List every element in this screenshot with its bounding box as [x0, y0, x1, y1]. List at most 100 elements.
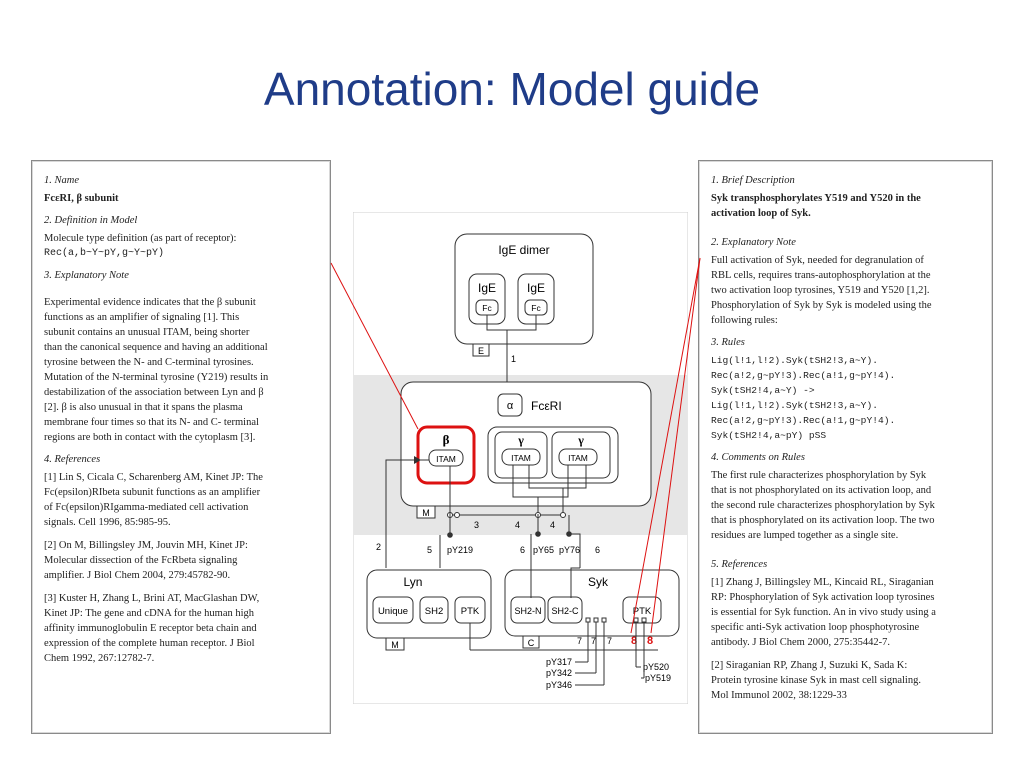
- sh2-domain-box: [419, 596, 449, 624]
- note-line: Mutation of the N-terminal tyrosine (Y21…: [44, 372, 269, 383]
- ref-line: Kinet JP: The gene and cDNA for the huma…: [44, 608, 255, 619]
- site-connector: [512, 465, 538, 498]
- sh2n-domain-label: SH2-N: [514, 606, 541, 616]
- ref-line: Fc(epsilon)RIbeta subunit functions as a…: [44, 487, 261, 498]
- bond-7c-label: 7: [607, 636, 612, 646]
- e-tag-label: E: [478, 346, 484, 356]
- arrow-head: [414, 456, 421, 464]
- site-square: [633, 617, 639, 623]
- syk-label: Syk: [588, 575, 609, 589]
- bond-1-label: 1: [511, 354, 516, 364]
- py65-label: pY65: [533, 545, 554, 555]
- section-heading: 3. Explanatory Note: [44, 270, 129, 281]
- itam-beta-box: [428, 449, 464, 467]
- sh2-domain-label: SH2: [425, 606, 443, 617]
- ref-line: amplifier. J Biol Chem 2004, 279:45782-9…: [44, 570, 231, 581]
- ref-line: [2] Siraganian RP, Zhang J, Suzuki K, Sa…: [711, 660, 908, 671]
- itam-gamma-right-box: [558, 448, 598, 466]
- fc-connector: [507, 315, 537, 331]
- py342-label: pY342: [546, 668, 572, 678]
- site-square: [585, 617, 591, 623]
- fc-right-label: Fc: [531, 303, 541, 313]
- note-line: subunit contains an unusual ITAM, being …: [44, 327, 250, 338]
- note-line: two activation loop tyrosines, Y519 and …: [711, 285, 930, 296]
- ref-line: [1] Lin S, Cicala C, Scharenberg AM, Kin…: [44, 472, 263, 483]
- m-tag-lyn-label: M: [391, 640, 399, 650]
- note-line: [2]. β is also unusual in that it spans …: [44, 402, 243, 413]
- comment-line: that is not phosphorylated on its activa…: [711, 485, 932, 496]
- bond-3-label: 3: [474, 520, 479, 530]
- ref-line: specific anti-Syk activation loop phosph…: [711, 622, 920, 633]
- note-line: following rules:: [711, 315, 778, 326]
- site-dot: [454, 512, 460, 518]
- slide-title: Annotation: Model guide: [263, 63, 761, 115]
- note-line: regions are both in contact with the cyt…: [44, 432, 256, 443]
- lyn-label: Lyn: [404, 575, 423, 589]
- ref-line: Molecular dissection of the FcRbeta sign…: [44, 555, 238, 566]
- section-heading: 2. Explanatory Note: [711, 237, 796, 248]
- comment-line: the second rule characterizes phosphoryl…: [711, 500, 935, 511]
- brief-description: Syk transphosphorylates Y519 and Y520 in…: [711, 191, 983, 221]
- note-line: Experimental evidence indicates that the…: [44, 297, 256, 308]
- desc-line: Syk transphosphorylates Y519 and Y520 in…: [711, 193, 921, 204]
- gamma-right-label: γ: [577, 433, 584, 447]
- fc-connector: [486, 315, 508, 344]
- bond-4-label: 4: [515, 520, 520, 530]
- sh2c-arrow: [570, 567, 580, 598]
- rule-line: Syk(tSH2!4,a~Y) ->: [711, 385, 815, 396]
- site-dot: [560, 512, 566, 518]
- site-square: [593, 617, 599, 623]
- note-line: tyrosine between the N- and C-terminal t…: [44, 357, 254, 368]
- reference-item: [2] On M, Billingsley JM, Jouvin MH, Kin…: [44, 538, 320, 583]
- note-line: functions as an amplifier of signaling […: [44, 312, 240, 323]
- ref-line: of Fc(epsilon)RIgamma-mediated cell acti…: [44, 502, 249, 513]
- reference-item: [1] Zhang J, Billingsley ML, Kincaid RL,…: [711, 575, 983, 650]
- ptk-lyn-label: PTK: [461, 606, 480, 617]
- comment-line: The first rule characterizes phosphoryla…: [711, 470, 927, 481]
- ref-line: Protein tyrosine kinase Syk in mast cell…: [711, 675, 921, 686]
- bond-6b-label: 6: [595, 545, 600, 555]
- ref-line: Chem 1992, 267:12782-7.: [44, 653, 155, 664]
- rule-line: Rec(a!2,g~pY!3).Rec(a!1,g~pY!4).: [711, 370, 896, 381]
- bond-2-label: 2: [376, 542, 381, 552]
- itam-beta-label: ITAM: [436, 454, 456, 464]
- fc-left-label: Fc: [482, 303, 492, 313]
- m-tag-lyn: [385, 637, 405, 651]
- m-tag-receptor: [416, 505, 436, 519]
- section-heading: 2. Definition in Model: [44, 215, 138, 226]
- right-annotation-panel: 1. Brief Description Syk transphosphoryl…: [698, 160, 993, 734]
- unique-domain-label: Unique: [378, 606, 408, 617]
- py519-label: pY519: [645, 673, 671, 683]
- alpha-subunit-box: [497, 393, 523, 417]
- comment-line: that is phosphorylated on its activation…: [711, 515, 935, 526]
- reference-item: [1] Lin S, Cicala C, Scharenberg AM, Kin…: [44, 470, 320, 530]
- ref-line: [3] Kuster H, Zhang L, Brini AT, MacGlas…: [44, 593, 260, 604]
- rule-line: Syk(tSH2!4,a~pY) pSS: [711, 430, 827, 441]
- bond-6-label: 6: [520, 545, 525, 555]
- site-square: [641, 617, 647, 623]
- itam-gamma-right-label: ITAM: [568, 453, 588, 463]
- gamma-left-label: γ: [517, 433, 524, 447]
- explanatory-note: Full activation of Syk, needed for degra…: [711, 253, 983, 328]
- molecule-name: FcεRI, β subunit: [44, 193, 119, 204]
- itam-gamma-left-label: ITAM: [511, 453, 531, 463]
- sh2c-domain-box: [547, 596, 583, 624]
- section-heading: 1. Name: [44, 175, 79, 186]
- py520-label: pY520: [643, 662, 669, 672]
- py76-label: pY76: [559, 545, 580, 555]
- comment-line: residues are lumped together as a single…: [711, 530, 899, 541]
- site-connector: [563, 465, 587, 489]
- reference-item: [2] Siraganian RP, Zhang J, Suzuki K, Sa…: [711, 658, 983, 703]
- sh2c-domain-label: SH2-C: [551, 606, 579, 616]
- ref-line: affinity immunoglobulin E receptor beta …: [44, 623, 257, 634]
- site-connector: [528, 465, 564, 517]
- ref-line: expression of the complete human recepto…: [44, 638, 255, 649]
- note-line: RBL cells, requires trans-autophosphoryl…: [711, 270, 931, 281]
- rules-code: Lig(l!1,l!2).Syk(tSH2!3,a~Y). Rec(a!2,g~…: [711, 353, 983, 443]
- bond-5-label: 5: [427, 545, 432, 555]
- receptor-signaling-diagram: IgE dimer IgE Fc IgE Fc E 1 α FcεRI β IT…: [353, 212, 688, 704]
- sh2n-domain-box: [510, 596, 546, 624]
- ref-line: is essential for Syk function. An in viv…: [711, 607, 936, 618]
- bond-6b-line: [569, 533, 581, 568]
- ref-line: signals. Cell 1996, 85:985-95.: [44, 517, 171, 528]
